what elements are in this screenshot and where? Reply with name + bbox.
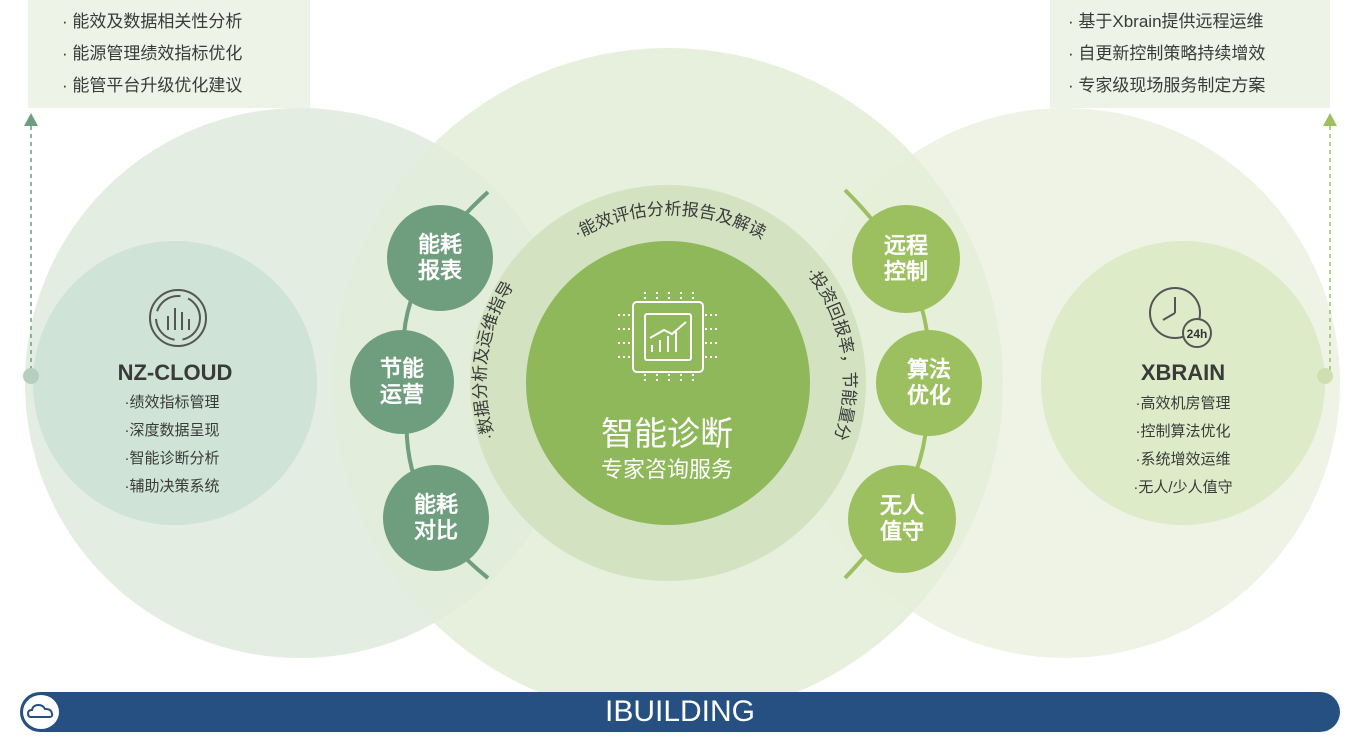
left-panel-item: 辅助决策系统 [72, 473, 272, 501]
right-panel-item: 系统增效运维 [1083, 446, 1283, 474]
left-dot [23, 368, 39, 384]
left-panel-title: NZ-CLOUD [117, 360, 233, 385]
left-panel-list: 绩效指标管理 深度数据呈现 智能诊断分析 辅助决策系统 [72, 389, 272, 501]
top-right-item: 自更新控制策略持续增效 [1068, 38, 1330, 70]
left-panel-item: 绩效指标管理 [72, 389, 272, 417]
top-right-item: 基于Xbrain提供远程运维 [1068, 0, 1330, 38]
node-label-line1: 远程 [883, 233, 928, 258]
footer-label: IBUILDING [604, 695, 756, 728]
node-label-line1: 能耗 [417, 232, 462, 257]
top-left-item: 能管平台升级优化建议 [62, 70, 310, 102]
right-panel-item: 控制算法优化 [1083, 418, 1283, 446]
top-left-item: 能效及数据相关性分析 [62, 0, 310, 38]
node-energy-saving-operation: 节能运营 [350, 330, 454, 434]
bar-chart-cycle-icon [149, 289, 207, 347]
node-label-line1: 无人 [879, 493, 924, 518]
right-panel-list: 高效机房管理 控制算法优化 系统增效运维 无人/少人值守 [1083, 390, 1283, 502]
node-label-line2: 控制 [883, 259, 928, 284]
node-remote-control: 远程控制 [852, 205, 960, 313]
left-panel-item: 智能诊断分析 [72, 445, 272, 473]
footer-bar: IBUILDING [20, 692, 1340, 732]
top-left-callout: 能效及数据相关性分析 能源管理绩效指标优化 能管平台升级优化建议 [28, 0, 310, 108]
node-label-line1: 算法 [906, 357, 951, 382]
left-panel-item: 深度数据呈现 [72, 417, 272, 445]
right-dot [1317, 368, 1333, 384]
left-arrow-head [24, 113, 38, 126]
node-label-line2: 运营 [379, 382, 424, 407]
center-circle [526, 241, 810, 525]
chip-chart-icon [618, 292, 718, 384]
node-energy-report: 能耗报表 [387, 205, 493, 311]
right-panel-item: 高效机房管理 [1083, 390, 1283, 418]
top-left-item: 能源管理绩效指标优化 [62, 38, 310, 70]
node-algorithm-optimization: 算法优化 [876, 330, 982, 436]
center-subtitle: 专家咨询服务 [600, 457, 733, 482]
top-right-callout: 基于Xbrain提供远程运维 自更新控制策略持续增效 专家级现场服务制定方案 [1050, 0, 1330, 108]
node-label-line1: 节能 [379, 356, 424, 381]
node-label-line2: 优化 [906, 383, 951, 408]
node-label-line2: 对比 [413, 518, 458, 543]
node-energy-comparison: 能耗对比 [383, 465, 489, 571]
node-label-line1: 能耗 [413, 492, 458, 517]
svg-text:24h: 24h [1187, 327, 1208, 341]
top-right-item: 专家级现场服务制定方案 [1068, 70, 1330, 102]
node-label-line2: 报表 [417, 258, 462, 283]
center-title: 智能诊断 [601, 415, 733, 452]
node-unattended: 无人值守 [848, 465, 956, 573]
right-panel-item: 无人/少人值守 [1083, 474, 1283, 502]
right-arrow-head [1323, 113, 1337, 126]
node-label-line2: 值守 [879, 519, 924, 544]
right-panel-title: XBRAIN [1140, 360, 1226, 385]
clock-24h-icon: 24h [1149, 287, 1212, 348]
cloud-icon [23, 695, 59, 729]
